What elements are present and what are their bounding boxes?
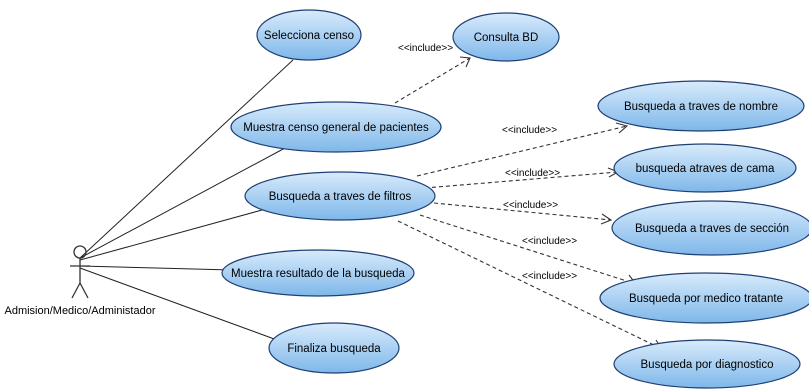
use-case-label: Busqueda a traves de filtros (269, 191, 412, 203)
include-label: <<include>> (502, 125, 557, 136)
use-case-consulta[interactable]: Consulta BD (452, 12, 560, 62)
include-nombre (416, 125, 628, 177)
use-case-selecciona[interactable]: Selecciona censo (256, 9, 362, 61)
use-case-label: busqueda atraves de cama (636, 163, 775, 175)
use-case-diagnostico[interactable]: Busqueda por diagnostico (613, 339, 801, 389)
include-label: <<include>> (505, 168, 560, 179)
include-label: <<include>> (522, 236, 577, 247)
include-medico (419, 214, 637, 285)
include-seccion (433, 202, 612, 221)
assoc-finaliza (79, 267, 278, 341)
assoc-filtros (79, 209, 263, 261)
use-case-label: Busqueda a traves de nombre (624, 101, 778, 113)
use-case-label: Muestra censo general de pacientes (243, 122, 429, 134)
use-case-label: Muestra resultado de la busqueda (231, 268, 405, 280)
use-case-resultado[interactable]: Muestra resultado de la busqueda (221, 249, 415, 297)
include-consulta (394, 57, 471, 104)
assoc-resultado (79, 265, 233, 271)
actor-figure-icon[interactable] (70, 245, 90, 299)
actor-label: Admision/Medico/Administador (4, 305, 155, 317)
include-cama (424, 171, 619, 189)
associations (79, 59, 294, 341)
use-case-cama[interactable]: busqueda atraves de cama (613, 143, 797, 193)
use-case-seccion[interactable]: Busqueda a traves de sección (611, 200, 809, 256)
include-label: <<include>> (398, 43, 453, 54)
use-case-muestra-censo[interactable]: Muestra censo general de pacientes (230, 101, 442, 153)
use-case-label: Selecciona censo (264, 30, 354, 42)
use-case-label: Consulta BD (474, 32, 539, 44)
include-label: <<include>> (522, 271, 577, 282)
include-label: <<include>> (503, 200, 558, 211)
use-case-finaliza[interactable]: Finaliza busqueda (268, 322, 400, 374)
use-case-label: Busqueda por diagnostico (641, 359, 774, 371)
use-case-filtros[interactable]: Busqueda a traves de filtros (244, 171, 436, 221)
use-case-label: Busqueda por medico tratante (629, 293, 783, 305)
use-case-nombre[interactable]: Busqueda a traves de nombre (597, 80, 805, 132)
assoc-muestra-censo (79, 147, 286, 259)
use-case-medico[interactable]: Busqueda por medico tratante (599, 272, 809, 324)
assoc-selecciona (79, 59, 294, 259)
use-case-label: Finaliza busqueda (287, 343, 381, 355)
use-case-label: Busqueda a traves de sección (635, 223, 789, 235)
